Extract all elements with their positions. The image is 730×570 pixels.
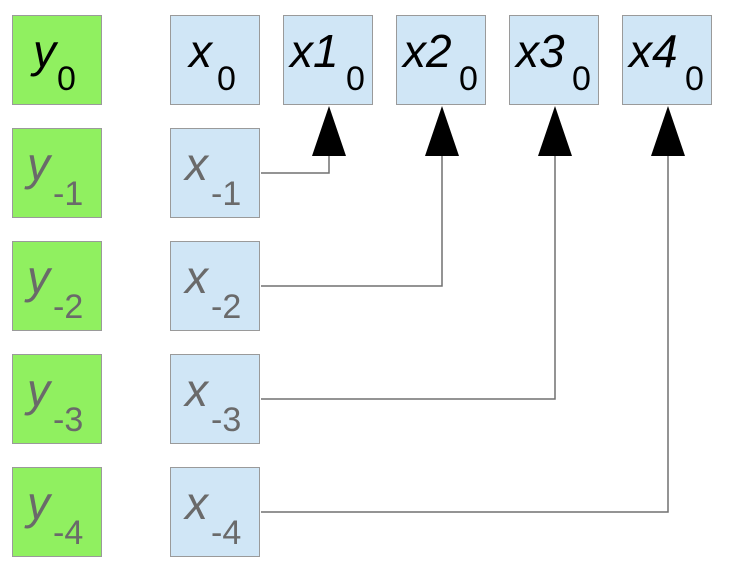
node-subscript: 0	[346, 60, 365, 98]
connector-x-minus-4-to-x4	[261, 150, 669, 513]
x-node-minus-4: x -4	[170, 467, 260, 557]
y-node-minus-3: y -3	[12, 354, 102, 444]
lag-feature-node-x2: x2 0	[396, 15, 486, 105]
node-base-label: y	[27, 477, 50, 529]
node-subscript: -3	[53, 401, 84, 439]
node-subscript: -2	[53, 288, 84, 326]
node-subscript: 0	[57, 60, 76, 98]
node-base-label: x4	[629, 25, 678, 77]
lag-feature-node-x3: x3 0	[509, 15, 599, 105]
y-node-minus-1: y -1	[12, 128, 102, 218]
node-base-label: x2	[403, 25, 452, 77]
node-subscript: 0	[459, 60, 478, 98]
node-subscript: -3	[211, 401, 242, 439]
node-subscript: 0	[572, 60, 591, 98]
x-node-0: x 0	[170, 15, 260, 105]
node-base-label: y	[27, 251, 50, 303]
connector-x-minus-3-to-x3	[261, 150, 556, 400]
node-base-label: y	[33, 25, 56, 77]
arrowhead-icon	[651, 106, 685, 156]
y-node-0: y 0	[12, 15, 102, 105]
lag-feature-node-x1: x1 0	[283, 15, 373, 105]
node-base-label: x	[185, 364, 208, 416]
node-base-label: x1	[290, 25, 339, 77]
node-base-label: y	[27, 364, 50, 416]
node-base-label: y	[27, 138, 50, 190]
node-subscript: -1	[211, 175, 242, 213]
node-subscript: -4	[211, 514, 242, 552]
lag-feature-node-x4: x4 0	[622, 15, 712, 105]
node-subscript: 0	[685, 60, 704, 98]
node-base-label: x	[185, 477, 208, 529]
node-subscript: -4	[53, 514, 84, 552]
x-node-minus-1: x -1	[170, 128, 260, 218]
connector-x-minus-2-to-x2	[261, 150, 443, 287]
node-base-label: x3	[516, 25, 565, 77]
connector-x-minus-1-to-x1	[261, 150, 330, 174]
node-subscript: -2	[211, 288, 242, 326]
arrowhead-icon	[425, 106, 459, 156]
node-subscript: -1	[53, 175, 84, 213]
arrowhead-icon	[312, 106, 346, 156]
x-node-minus-3: x -3	[170, 354, 260, 444]
node-subscript: 0	[217, 60, 236, 98]
x-node-minus-2: x -2	[170, 241, 260, 331]
node-base-label: x	[185, 138, 208, 190]
arrowhead-icon	[538, 106, 572, 156]
y-node-minus-2: y -2	[12, 241, 102, 331]
y-node-minus-4: y -4	[12, 467, 102, 557]
node-base-label: x	[185, 251, 208, 303]
node-base-label: x	[189, 25, 212, 77]
